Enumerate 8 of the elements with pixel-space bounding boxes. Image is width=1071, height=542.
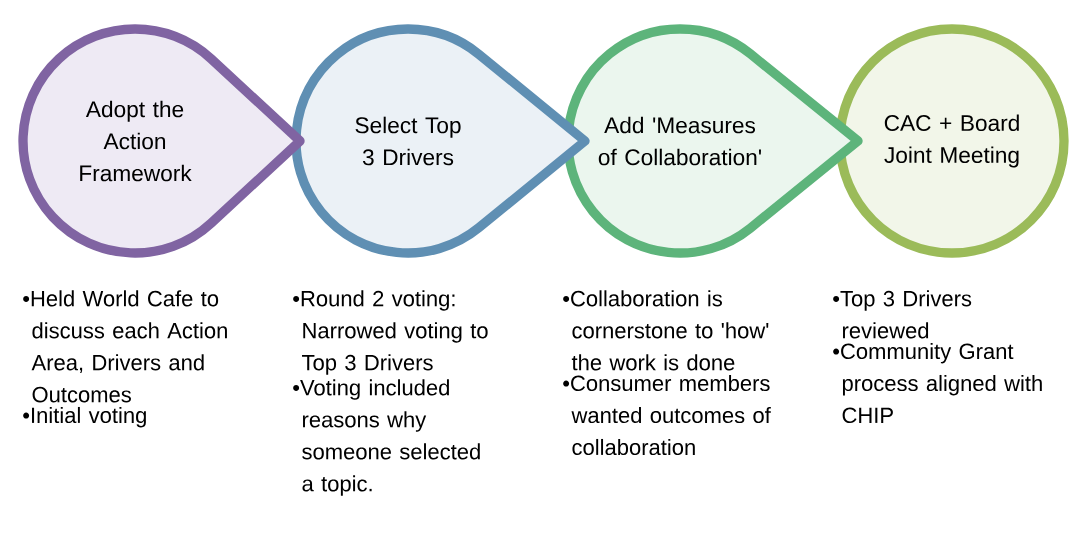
bullet-text: •Community Grant process aligned with CHIP (833, 342, 1042, 424)
bullet-text: •Held World Cafe to discuss each Action Area, Drivers and Outcomes (23, 290, 227, 403)
bullet-text: •Voting included reasons why someone selected a topic. (293, 379, 480, 496)
bullet-text: •Consumer members wanted outcomes of collaboration (563, 374, 771, 456)
bullet-text: •Round 2 voting: Narrowed voting to Top 3 Drivers (293, 290, 488, 375)
bullet-text: •Initial voting (23, 406, 146, 428)
bullet-text: •Top 3 Drivers reviewed (833, 290, 972, 339)
bullet-text: •Collaboration is cornerstone to 'how' the work is done (563, 290, 769, 371)
